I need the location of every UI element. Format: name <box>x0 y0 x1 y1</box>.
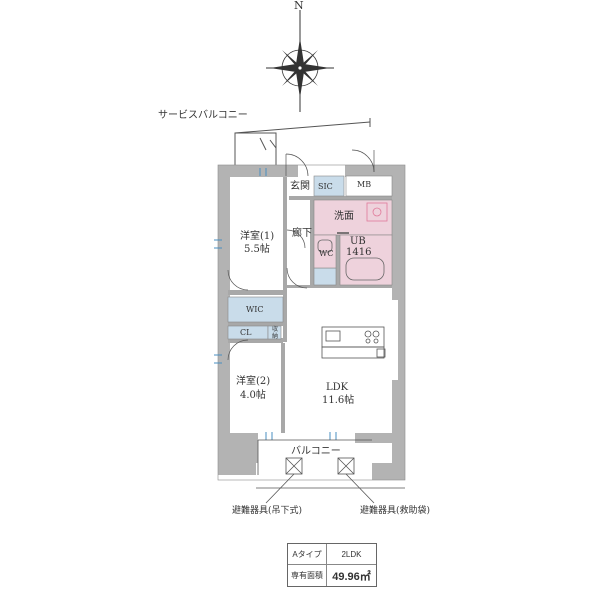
evac-left-label: 避難器具(吊下式) <box>232 506 303 516</box>
unit-type: Aタイプ <box>288 544 327 564</box>
kitchen-counter <box>321 326 386 359</box>
bedroom2-name: 洋室(2) <box>236 376 271 387</box>
doors <box>227 149 375 361</box>
washroom-label: 洗面 <box>334 211 354 222</box>
wet-areas <box>313 199 393 286</box>
unit-layout: 2LDK <box>341 549 362 559</box>
ldk-name: LDK <box>326 382 349 393</box>
unit-legend: Aタイプ 2LDK 専有面積 49.96㎡ <box>287 543 377 587</box>
mb-label: MB <box>357 180 372 189</box>
wic-label: WIC <box>246 305 264 314</box>
ub-label: UB <box>350 236 366 247</box>
bedroom1-size: 5.5帖 <box>244 244 270 255</box>
storage-label: 収納 <box>271 326 278 340</box>
wc-label: WC <box>319 249 334 258</box>
area-value: 49.96㎡ <box>332 570 371 583</box>
service-balcony-label: サービスバルコニー <box>158 110 248 121</box>
ub-size-label: 1416 <box>346 247 372 258</box>
bedroom1-name: 洋室(1) <box>240 231 275 242</box>
window-markers <box>214 168 337 440</box>
interior-walls <box>228 177 392 433</box>
cl-label: CL <box>240 328 252 337</box>
outer-wall <box>217 164 406 481</box>
area-label: 専有面積 <box>288 565 327 586</box>
balcony-label: バルコニー <box>291 446 341 457</box>
storage-blocks <box>227 175 393 340</box>
compass-icon <box>266 10 334 112</box>
corridor-label: 廊下 <box>292 228 312 239</box>
evac-right-label: 避難器具(救助袋) <box>360 506 431 516</box>
entrance-label: 玄関 <box>290 181 310 192</box>
ldk-size: 11.6帖 <box>322 395 355 406</box>
north-label: N <box>294 0 304 12</box>
bedroom2-size: 4.0帖 <box>240 390 266 401</box>
sic-label: SIC <box>318 182 333 191</box>
balcony-area <box>256 439 405 504</box>
service-balcony <box>234 118 371 170</box>
